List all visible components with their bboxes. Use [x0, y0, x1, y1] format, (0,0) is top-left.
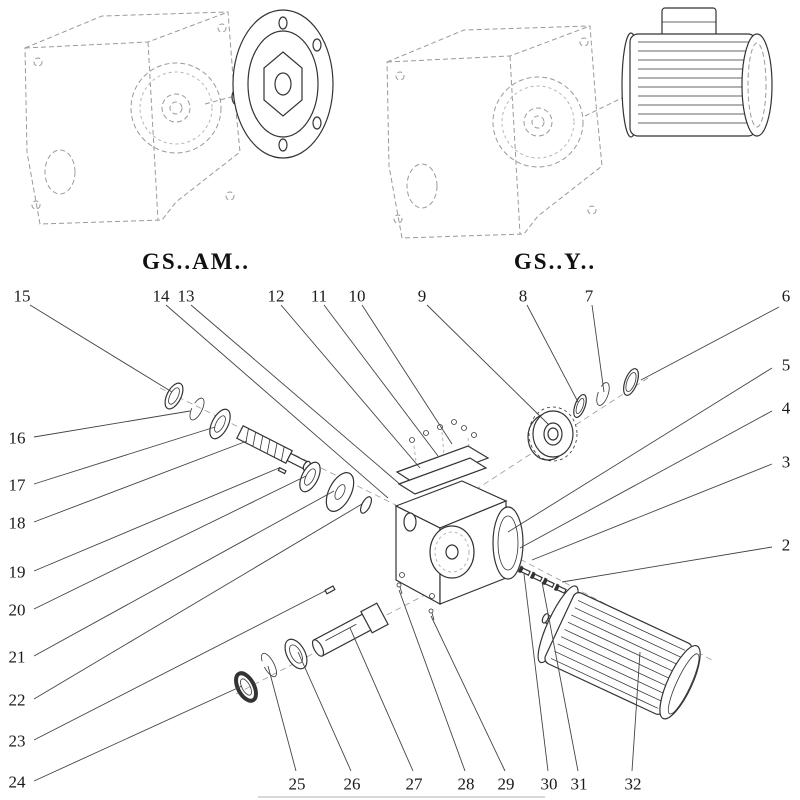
part-28-screw	[396, 582, 403, 595]
gearbox-y-drawing	[386, 7, 773, 239]
part-23-key	[324, 585, 336, 595]
callout-30: 30	[540, 774, 558, 794]
callout-20: 20	[8, 600, 26, 620]
motor-drawing	[584, 7, 773, 138]
part-26-bearing	[284, 638, 308, 670]
callout-4: 4	[781, 398, 791, 418]
part-22-ring	[359, 496, 373, 514]
callout-11: 11	[310, 286, 328, 306]
callout-9: 9	[417, 286, 427, 306]
callout-10: 10	[348, 286, 366, 306]
part-cover-plate	[395, 419, 490, 495]
callout-17: 17	[8, 475, 26, 495]
motor-cooling-fins	[638, 41, 750, 124]
part-27-output-shaft	[311, 602, 389, 657]
part-5-flange-ring	[492, 506, 524, 580]
callout-25: 25	[288, 774, 306, 794]
part-6-seal-ring	[623, 368, 639, 396]
callout-8: 8	[518, 286, 528, 306]
variant-label-gs-am: GS..AM..	[142, 249, 250, 274]
callout-7: 7	[584, 286, 594, 306]
callout-6: 6	[781, 286, 791, 306]
callout-22: 22	[8, 690, 26, 710]
callout-13: 13	[177, 286, 195, 306]
callout-29: 29	[497, 774, 515, 794]
part-17-bearing	[209, 408, 231, 440]
callout-3: 3	[781, 452, 791, 472]
part-motor-bolts	[517, 565, 567, 594]
callout-26: 26	[343, 774, 361, 794]
callout-16: 16	[8, 428, 26, 448]
part-16-snap-ring	[189, 397, 205, 421]
part-29-screw	[428, 608, 435, 621]
part-21-shim-disc	[325, 472, 355, 512]
part-7-snap-ring	[596, 382, 610, 406]
part-8-washer	[573, 393, 587, 419]
output-flange-drawing	[204, 9, 334, 159]
callout-31: 31	[570, 774, 588, 794]
part-19-key	[277, 466, 287, 475]
callout-23: 23	[8, 731, 26, 751]
gearbox-housing-hidden-lines	[24, 11, 241, 225]
gearbox-am-drawing	[24, 9, 334, 225]
callout-14: 14	[152, 286, 170, 306]
part-15-seal-ring	[164, 382, 184, 410]
variant-label-gs-y: GS..Y..	[513, 249, 597, 274]
callout-2: 2	[781, 535, 791, 555]
part-18-worm-shaft	[236, 424, 311, 472]
part-32-motor	[537, 585, 701, 720]
callout-32: 32	[624, 774, 642, 794]
callout-5: 5	[781, 355, 791, 375]
callout-19: 19	[8, 562, 26, 582]
exploded-view	[29, 304, 780, 798]
callout-15: 15	[13, 286, 31, 306]
part-9-gear	[527, 406, 578, 462]
part-24-seal-washer	[234, 671, 258, 703]
leader-lines	[29, 304, 780, 782]
callout-24: 24	[8, 772, 26, 792]
part-housing	[394, 480, 508, 606]
callout-28: 28	[457, 774, 475, 794]
gearbox-housing-hidden-lines-2	[386, 25, 603, 239]
motor-fins	[550, 600, 686, 709]
part-25-snap-ring	[261, 652, 277, 678]
callout-12: 12	[267, 286, 285, 306]
callout-21: 21	[8, 647, 26, 667]
callout-27: 27	[405, 774, 423, 794]
part-20-bearing	[299, 461, 321, 493]
callout-18: 18	[8, 513, 26, 533]
